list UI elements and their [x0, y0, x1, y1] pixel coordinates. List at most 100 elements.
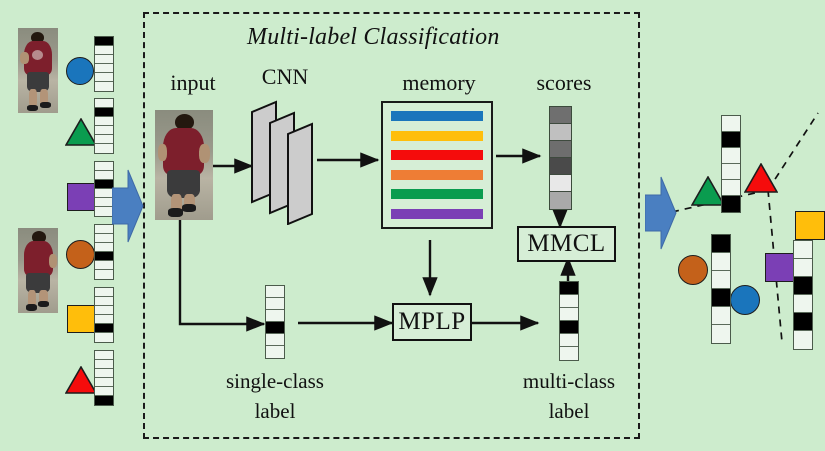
- gallery-label-vector: [94, 98, 114, 154]
- gallery-photo-1: [18, 28, 58, 113]
- vector-cell: [95, 288, 113, 297]
- vector-cell: [712, 289, 730, 307]
- gallery-shape-6-triangle: [65, 366, 97, 394]
- memory-bar: [391, 111, 483, 121]
- vector-cell: [95, 82, 113, 91]
- vector-cell: [95, 144, 113, 153]
- vector-cell: [95, 126, 113, 135]
- vector-cell: [560, 321, 578, 334]
- vector-cell: [560, 282, 578, 295]
- vector-cell: [95, 351, 113, 360]
- blue-arrow-left: [111, 168, 144, 244]
- scores-vector: [549, 106, 572, 210]
- scores-label: scores: [536, 70, 592, 95]
- vector-cell: [95, 270, 113, 279]
- vector-cell: [712, 253, 730, 271]
- vector-cell: [266, 322, 284, 334]
- cluster-shape-triangle-green: [691, 176, 725, 206]
- gallery-label-vector: [94, 287, 114, 343]
- cluster-vector-cells: [711, 234, 731, 344]
- vector-cell: [95, 387, 113, 396]
- vector-cell: [95, 315, 113, 324]
- memory-bar: [391, 169, 483, 180]
- cluster-vector-right: [793, 240, 813, 350]
- vector-cell: [712, 235, 730, 253]
- cnn-label: CNN: [261, 64, 309, 89]
- vector-cell: [266, 310, 284, 322]
- single-class-label-vector: [265, 285, 285, 359]
- cluster-vector-cells: [793, 240, 813, 350]
- vector-cell: [266, 286, 284, 298]
- memory-bar: [391, 208, 483, 219]
- vector-cell: [266, 346, 284, 358]
- multi-class-label-caption-line2: label: [548, 399, 590, 423]
- cluster-shape-circle-orange: [678, 255, 708, 285]
- vector-cell: [95, 198, 113, 207]
- gallery-shape-3-square: [67, 183, 95, 211]
- vector-cell: [722, 148, 740, 164]
- cluster-shape-square-yellow: [795, 211, 825, 240]
- vector-cell: [95, 324, 113, 333]
- gallery-shape-4-circle: [66, 240, 95, 269]
- vector-cell: [794, 277, 812, 295]
- vector-cell: [95, 333, 113, 342]
- blue-arrow-right: [644, 175, 677, 251]
- vector-cell: [95, 378, 113, 387]
- vector-cell: [266, 334, 284, 346]
- vector-cell: [560, 347, 578, 360]
- mmcl-box[interactable]: MMCL: [517, 226, 616, 262]
- vector-cell: [560, 334, 578, 347]
- gallery-label-vector: [94, 161, 114, 217]
- score-cell: [550, 192, 571, 209]
- multi-label-classification-panel: [143, 12, 640, 439]
- gallery-photo-2: [18, 228, 58, 313]
- vector-cell: [95, 243, 113, 252]
- vector-cell: [794, 331, 812, 349]
- gallery-shape-1-circle: [66, 57, 94, 85]
- vector-cell: [95, 189, 113, 198]
- vector-cell: [95, 261, 113, 270]
- vector-cell: [794, 259, 812, 277]
- vector-cell: [712, 271, 730, 289]
- vector-cell: [95, 171, 113, 180]
- vector-cell: [95, 207, 113, 216]
- vector-cell: [95, 369, 113, 378]
- vector-cell: [266, 298, 284, 310]
- single-class-label-caption-line1: single-class: [226, 369, 324, 393]
- vector-cell: [95, 108, 113, 117]
- single-class-label-caption-line2: label: [254, 399, 296, 423]
- single-class-cells: [265, 285, 285, 359]
- vector-cell: [95, 180, 113, 189]
- multi-class-label-caption-line1: multi-class: [522, 369, 616, 393]
- memory-bar: [391, 130, 483, 141]
- vector-cell: [95, 234, 113, 243]
- vector-cell: [95, 162, 113, 171]
- vector-cell: [794, 241, 812, 259]
- vector-cell: [95, 297, 113, 306]
- vector-cell: [95, 37, 113, 46]
- score-cell: [550, 158, 571, 175]
- vector-cell: [794, 295, 812, 313]
- gallery-shape-5-square: [67, 305, 95, 333]
- score-cell: [550, 141, 571, 158]
- cluster-shape-square-purple: [765, 253, 795, 282]
- multi-class-label-vector: [559, 281, 579, 361]
- cluster-vector-top: [721, 115, 741, 213]
- cluster-shape-circle-blue: [730, 285, 760, 315]
- vector-cell: [95, 55, 113, 64]
- vector-cell: [722, 164, 740, 180]
- cnn-layers: [248, 100, 326, 226]
- multi-class-cells: [559, 281, 579, 361]
- vector-cell: [95, 64, 113, 73]
- memory-bar: [391, 189, 483, 200]
- input-label: input: [170, 70, 216, 95]
- memory-block: [381, 101, 493, 229]
- vector-cell: [722, 180, 740, 196]
- score-cell: [550, 107, 571, 124]
- vector-cell: [95, 396, 113, 405]
- vector-cell: [560, 295, 578, 308]
- vector-cell: [95, 306, 113, 315]
- vector-cell: [712, 325, 730, 343]
- mplp-box[interactable]: MPLP: [392, 303, 472, 341]
